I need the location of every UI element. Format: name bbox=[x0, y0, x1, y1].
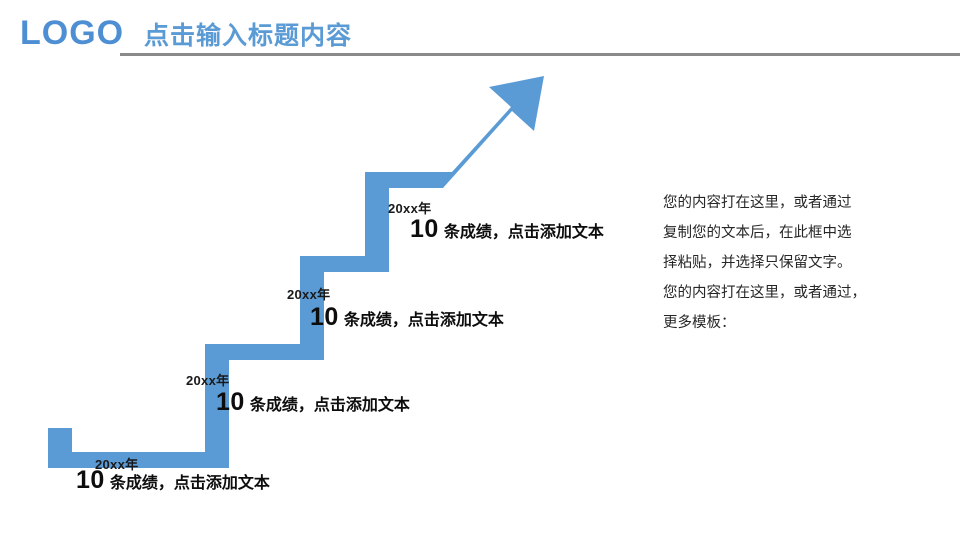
year-label-3: 20xx年 bbox=[287, 287, 331, 302]
body-text-line-4: 您的内容打在这里，或者通过， bbox=[663, 285, 866, 301]
body-text-line-3: 择粘贴，并选择只保留文字。 bbox=[663, 255, 852, 271]
step-text-1: 条成绩，点击添加文本 bbox=[109, 475, 270, 492]
year-label-1: 20xx年 bbox=[95, 457, 139, 472]
step-text-2: 条成绩，点击添加文本 bbox=[249, 397, 410, 414]
step-number-3: 10 bbox=[310, 303, 339, 331]
staircase-graphic: 20xx年 20xx年 20xx年 20xx年 bbox=[0, 62, 640, 522]
header-divider bbox=[120, 53, 960, 56]
body-text-line-2: 复制您的文本后，在此框中选 bbox=[663, 225, 852, 241]
body-text-block: 您的内容打在这里，或者通过 复制您的文本后，在此框中选 择粘贴，并选择只保留文字… bbox=[663, 188, 893, 338]
body-text-line-5: 更多模板： bbox=[663, 315, 736, 331]
body-text-line-1: 您的内容打在这里，或者通过 bbox=[663, 195, 852, 211]
step-number-4: 10 bbox=[410, 215, 439, 243]
year-label-4: 20xx年 bbox=[388, 201, 432, 216]
step-text-4: 条成绩，点击添加文本 bbox=[443, 224, 604, 241]
step-number-1: 10 bbox=[76, 466, 105, 494]
year-label-2: 20xx年 bbox=[186, 373, 230, 388]
step-number-2: 10 bbox=[216, 388, 245, 416]
staircase-arrow-shape bbox=[48, 76, 544, 468]
logo: LOGO bbox=[20, 14, 125, 52]
page-title: 点击输入标题内容 bbox=[144, 22, 353, 50]
staircase-arrow-path bbox=[48, 76, 544, 468]
step-text-3: 条成绩，点击添加文本 bbox=[343, 312, 504, 329]
slide-header: LOGO 点击输入标题内容 bbox=[0, 0, 960, 62]
